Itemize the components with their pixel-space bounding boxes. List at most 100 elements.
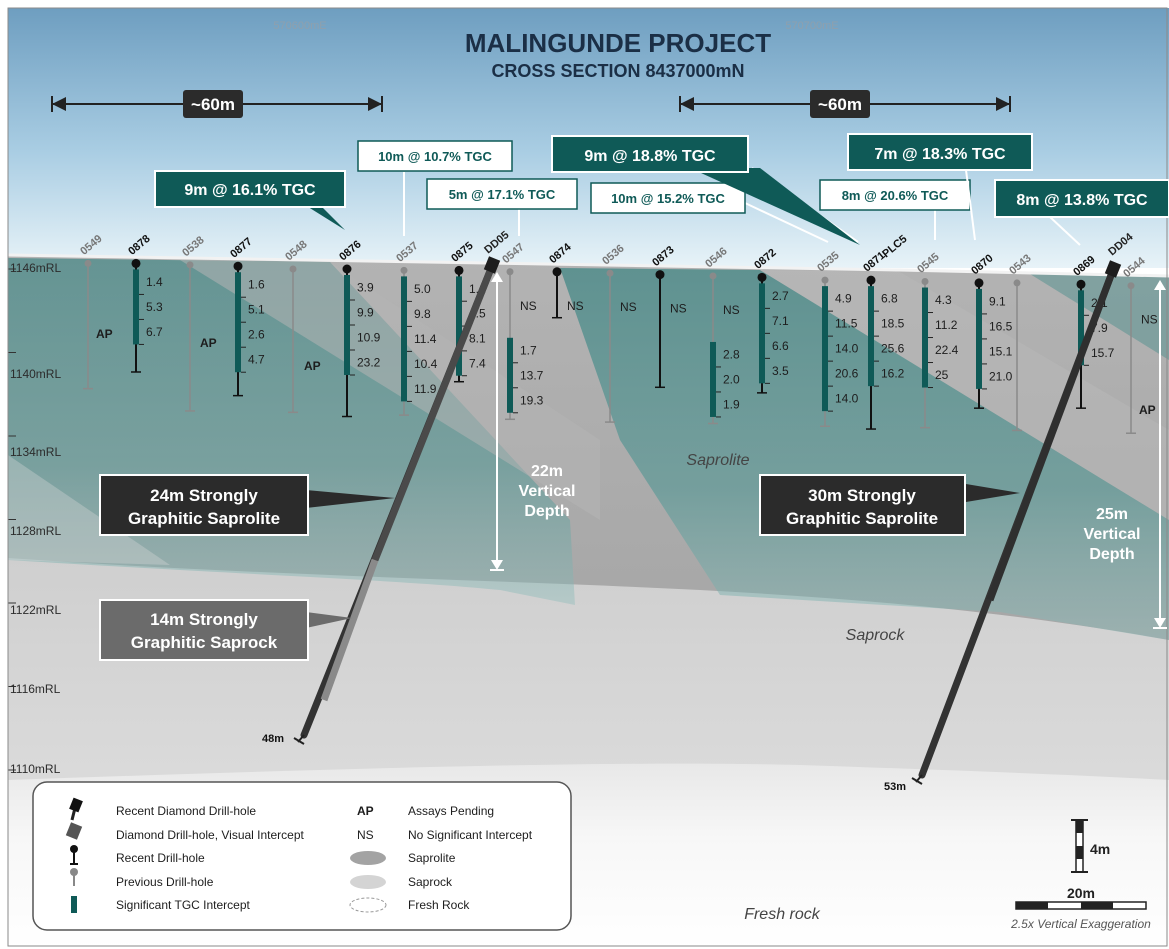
tgc-intercept — [344, 275, 350, 375]
assay-value: 15.1 — [989, 344, 1013, 358]
tgc-intercept — [401, 276, 407, 402]
drill-hole-collar — [454, 265, 464, 275]
page-subtitle: CROSS SECTION 8437000mN — [491, 61, 744, 81]
saprolite-swatch — [350, 851, 386, 865]
drill-hole-collar — [233, 261, 243, 271]
intercept-label: 10m @ 10.7% TGC — [378, 149, 492, 164]
intercept-callouts: 9m @ 16.1% TGC 10m @ 10.7% TGC 5m @ 17.1… — [154, 133, 1169, 246]
band-shadow-left — [8, 395, 170, 565]
assay-value: 5.3 — [146, 300, 163, 314]
intercept-callout: 9m @ 18.8% TGC — [551, 135, 860, 245]
vertical-depth-label: Depth — [1089, 546, 1134, 563]
assay-value: 11.2 — [935, 318, 958, 332]
ns-note: NS — [723, 303, 740, 317]
graphitic-band-edge — [1030, 274, 1169, 360]
recent-diamond-icon — [69, 797, 83, 821]
rl-labels: 1146mRL 1140mRL 1134mRL 1128mRL 1122mRL … — [10, 261, 61, 776]
rl-label: 1128mRL — [10, 524, 61, 538]
vertical-depth-label: Vertical — [519, 483, 576, 500]
scale-arrow-left: ~60m — [51, 90, 383, 118]
easting-label-1: 570600mE — [273, 20, 326, 32]
legend-code: AP — [357, 804, 374, 818]
assay-value: 6.8 — [881, 292, 898, 306]
assay-value: 7.4 — [469, 356, 486, 370]
ground-surface — [7, 253, 1169, 278]
intercept-label: 5m @ 17.1% TGC — [449, 187, 556, 202]
drill-hole-collar — [606, 269, 614, 277]
vertical-depth-label: Depth — [524, 503, 569, 520]
tgc-intercept — [759, 283, 765, 384]
assay-value: 11.4 — [414, 332, 437, 346]
assay-value: 2.6 — [248, 328, 265, 342]
drill-hole-collar — [400, 266, 408, 274]
intercept-callout: 8m @ 13.8% TGC — [994, 179, 1169, 246]
drill-hole-collar — [757, 272, 767, 282]
rl-label: 1116mRL — [10, 682, 61, 696]
legend-label: Fresh Rock — [408, 898, 470, 912]
legend-label: No Significant Intercept — [408, 828, 533, 842]
intercept-callout: 7m @ 18.3% TGC — [847, 133, 1033, 241]
assay-value: 11.5 — [835, 317, 858, 331]
drill-hole-collar — [84, 259, 92, 267]
assay-value: 1.4 — [146, 275, 163, 289]
legend-label: Significant TGC Intercept — [116, 898, 251, 912]
assay-value: 5.0 — [414, 282, 431, 296]
drill-hole-collar — [289, 265, 297, 273]
assay-value: 25 — [935, 368, 949, 382]
assay-value: 7.1 — [772, 314, 789, 328]
assay-value: 9.9 — [357, 306, 374, 320]
drill-hole-collar — [342, 264, 352, 274]
zone-label-fresh-rock: Fresh rock — [744, 906, 821, 923]
scale-vertical-label: 4m — [1090, 841, 1110, 857]
assay-value: 18.5 — [881, 317, 905, 331]
assay-value: 16.2 — [881, 367, 905, 381]
diamond-hole-depth: 48m — [262, 733, 284, 745]
zone-callout-line: Graphitic Saprolite — [128, 509, 280, 528]
drill-hole-collar — [552, 267, 562, 277]
tgc-intercept — [507, 337, 513, 413]
assay-value: 1.6 — [248, 278, 265, 292]
zone-callout-line: 24m Strongly — [150, 486, 258, 505]
drill-hole-collar — [709, 272, 717, 280]
drill-hole-collar — [974, 278, 984, 288]
assay-value: 3.5 — [772, 364, 789, 378]
drill-hole-collar — [131, 258, 141, 268]
tgc-intercept — [710, 341, 716, 417]
assay-value: 20.6 — [835, 367, 859, 381]
assay-value: 2.8 — [723, 347, 740, 361]
drill-hole-collar — [1127, 282, 1135, 290]
recent-drillhole-icon — [70, 845, 78, 865]
previous-drillhole-icon — [70, 868, 78, 886]
ns-note: NS — [520, 299, 537, 313]
drill-hole-collar — [921, 278, 929, 286]
rl-gridlines — [8, 268, 16, 771]
assay-value: 4.7 — [248, 353, 265, 367]
vertical-depth-arrow-right: 25m Vertical Depth — [1084, 280, 1167, 629]
intercept-label: 8m @ 20.6% TGC — [842, 188, 949, 203]
assay-value: 15.7 — [1091, 346, 1115, 360]
tgc-intercept — [1078, 290, 1084, 366]
ns-note: NS — [670, 302, 687, 316]
fresh-rock-swatch — [349, 897, 387, 913]
drill-hole-collar — [866, 275, 876, 285]
assay-value: 1.9 — [723, 397, 740, 411]
assay-value: 10.4 — [414, 357, 438, 371]
ns-note: NS — [1141, 313, 1158, 327]
vertical-depth-label: 25m — [1096, 506, 1128, 523]
assay-value: 4.3 — [935, 293, 952, 307]
zone-label-saprolite: Saprolite — [686, 452, 749, 469]
assay-value: 2.0 — [723, 372, 740, 386]
figure-frame — [7, 7, 1168, 947]
assay-value: 9.8 — [414, 307, 431, 321]
zone-callout-2: 14m Strongly Graphitic Saprock — [99, 599, 352, 661]
assay-note: AP — [304, 359, 321, 373]
legend-label: Saprock — [408, 875, 453, 889]
assay-value: 3.9 — [357, 281, 374, 295]
intercept-callout: 10m @ 15.2% TGC — [590, 182, 829, 243]
assay-value: 9.1 — [989, 294, 1006, 308]
scale-arrow-label: ~60m — [191, 95, 235, 114]
scale-horizontal-label: 20m — [1067, 885, 1095, 901]
